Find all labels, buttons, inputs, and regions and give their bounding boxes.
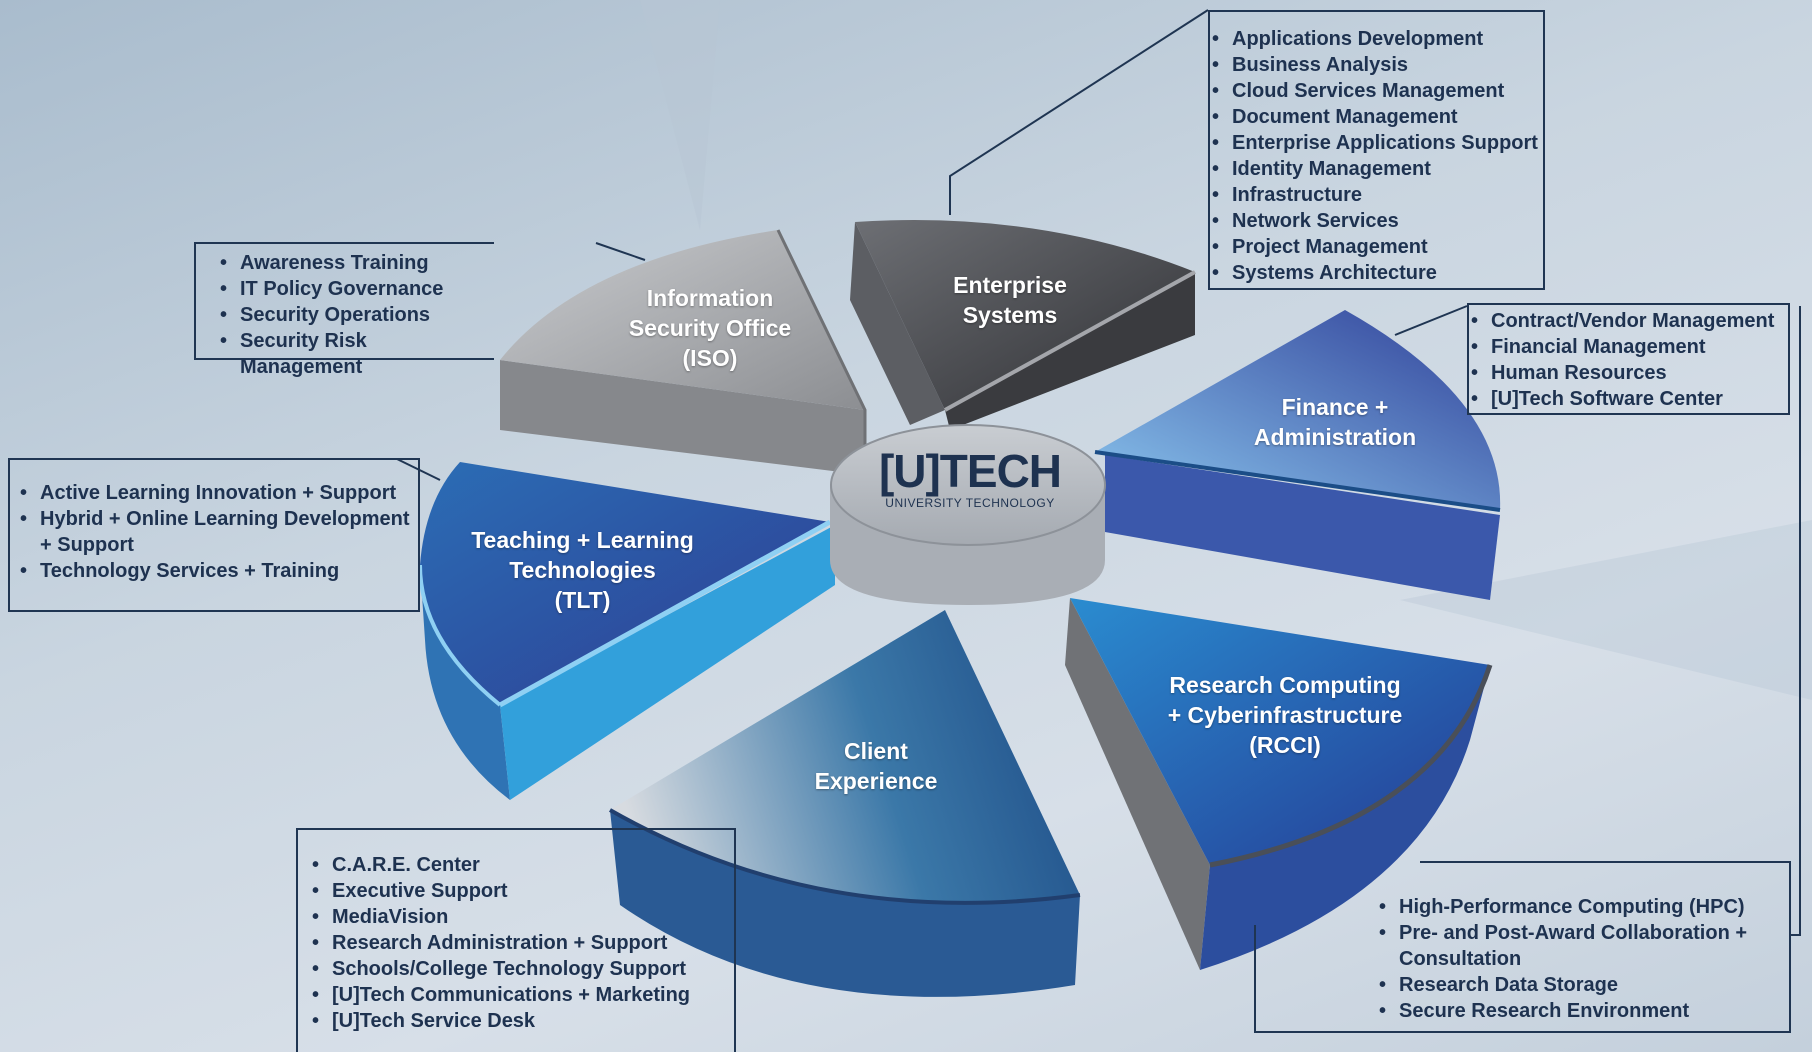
callout-item-iso: Security Risk Management [218,328,494,380]
callout-item-iso: Awareness Training [218,250,494,276]
callout-item-enterprise: Identity Management [1210,156,1543,182]
segment-label-finance: Finance + Administration [1253,394,1417,450]
segment-label-tlt: Teaching + Learning Technologies (TLT) [471,527,694,613]
callout-tlt: Active Learning Innovation + SupportHybr… [8,458,420,612]
callout-item-finance: Financial Management [1469,334,1788,360]
segment-finance [1094,310,1501,600]
callout-item-enterprise: Applications Development [1210,26,1543,52]
background-shard [1400,520,1812,700]
callout-finance: Contract/Vendor ManagementFinancial Mana… [1467,303,1790,415]
segment-label-iso: Information Security Office (ISO) [628,285,792,371]
callout-list-tlt: Active Learning Innovation + SupportHybr… [18,480,418,584]
callout-item-rcci: Pre- and Post-Award Collaboration + Cons… [1377,920,1790,972]
callout-item-finance: Contract/Vendor Management [1469,308,1788,334]
callout-list-client: C.A.R.E. CenterExecutive SupportMediaVis… [310,852,734,1034]
segment-label-rcci: Research Computing + Cyberinfrastructure… [1167,672,1403,758]
callout-item-rcci: Secure Research Environment [1377,998,1790,1024]
callout-item-tlt: Technology Services + Training [18,558,418,584]
segment-label-client: Client Experience [814,738,938,794]
callout-item-enterprise: Document Management [1210,104,1543,130]
callout-item-client: [U]Tech Communications + Marketing [310,982,734,1008]
callout-item-finance: [U]Tech Software Center [1469,386,1788,412]
callout-item-enterprise: Network Services [1210,208,1543,234]
segment-tlt [418,462,835,800]
callout-list-finance: Contract/Vendor ManagementFinancial Mana… [1469,308,1788,412]
callout-item-iso: Security Operations [218,302,494,328]
callout-item-rcci: Research Data Storage [1377,972,1790,998]
callout-item-client: Schools/College Technology Support [310,956,734,982]
callout-item-client: Executive Support [310,878,734,904]
callout-item-enterprise: Business Analysis [1210,52,1543,78]
hub-title: [U]TECH [878,445,1062,497]
callout-enterprise: Applications DevelopmentBusiness Analysi… [1208,10,1545,290]
callout-item-enterprise: Enterprise Applications Support [1210,130,1543,156]
callout-item-client: MediaVision [310,904,734,930]
callout-leaders [396,9,1801,1051]
callout-list-rcci: High-Performance Computing (HPC)Pre- and… [1377,894,1790,1024]
callout-item-iso: IT Policy Governance [218,276,494,302]
segment-rcci [1065,598,1493,970]
callout-list-enterprise: Applications DevelopmentBusiness Analysi… [1210,26,1543,286]
callout-item-client: C.A.R.E. Center [310,852,734,878]
callout-client: C.A.R.E. CenterExecutive SupportMediaVis… [296,828,736,1052]
callout-item-tlt: Active Learning Innovation + Support [18,480,418,506]
callout-item-enterprise: Project Management [1210,234,1543,260]
callout-item-tlt: Hybrid + Online Learning Development + S… [18,506,418,558]
segment-label-enterprise: Enterprise Systems [953,272,1067,328]
callout-item-enterprise: Cloud Services Management [1210,78,1543,104]
callout-item-enterprise: Infrastructure [1210,182,1543,208]
segment-enterprise [850,220,1196,430]
callout-rcci: High-Performance Computing (HPC)Pre- and… [1255,862,1790,1032]
hub-cylinder [830,424,1106,605]
callout-item-rcci: High-Performance Computing (HPC) [1377,894,1790,920]
background-shard [640,0,720,230]
callout-item-enterprise: Systems Architecture [1210,260,1543,286]
callout-item-client: [U]Tech Service Desk [310,1008,734,1034]
callout-list-iso: Awareness TrainingIT Policy GovernanceSe… [218,250,494,380]
callout-item-client: Research Administration + Support [310,930,734,956]
callout-item-finance: Human Resources [1469,360,1788,386]
hub-subtitle: UNIVERSITY TECHNOLOGY [885,496,1055,510]
callout-iso: Awareness TrainingIT Policy GovernanceSe… [194,242,494,378]
